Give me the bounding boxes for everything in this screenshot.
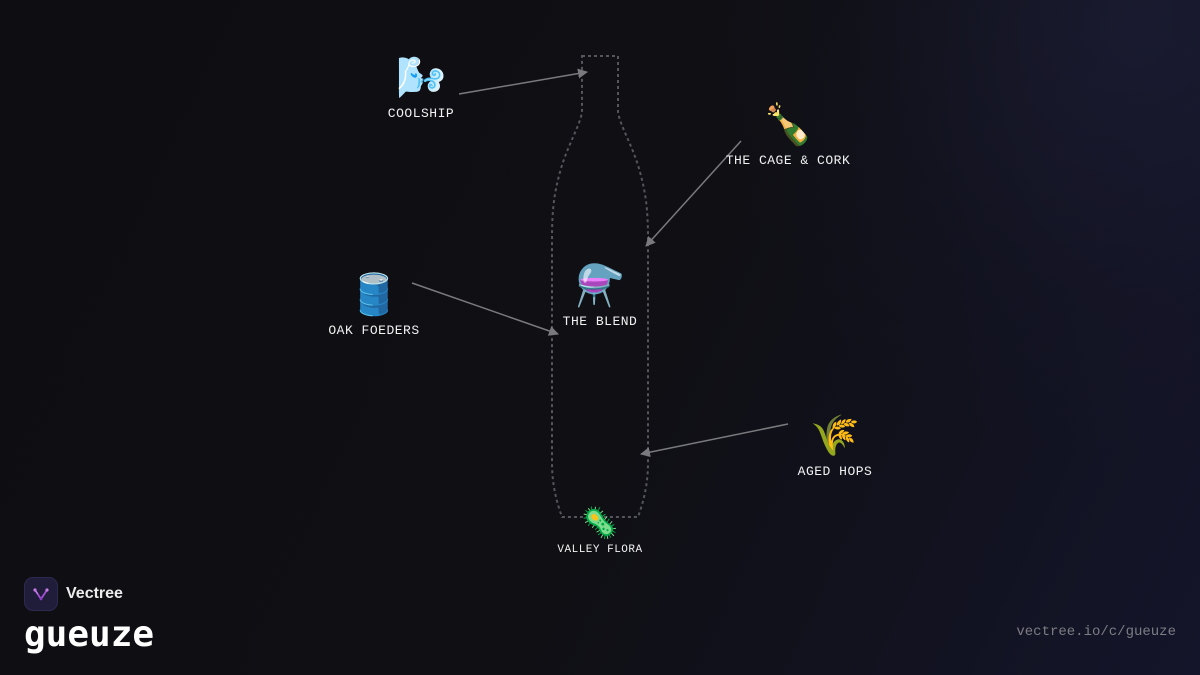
node-oak-foeders[interactable]: 🛢️ OAK FOEDERS: [328, 271, 419, 338]
page-url[interactable]: vectree.io/c/gueuze: [1016, 624, 1176, 640]
edge-cage-to-bottle-shoulder: [645, 140, 742, 247]
node-coolship[interactable]: 🌬️ COOLSHIP: [388, 54, 454, 121]
brand-row: Vectree: [24, 577, 154, 611]
node-valley-flora[interactable]: 🦠 VALLEY FLORA: [557, 506, 642, 556]
node-label: COOLSHIP: [387, 106, 455, 121]
page-title: gueuze: [24, 614, 155, 655]
bottle-popping-cork-icon: 🍾: [763, 102, 813, 148]
edge-coolship-to-bottle-neck: [458, 68, 588, 95]
vectree-logo-mark: [33, 588, 49, 601]
edge-hops-to-bottle-body: [640, 423, 789, 458]
node-cage-and-cork[interactable]: 🍾 THE CAGE & CORK: [726, 101, 851, 168]
node-the-blend[interactable]: ⚗️ THE BLEND: [563, 262, 638, 329]
node-label: VALLEY FLORA: [557, 544, 643, 556]
vectree-logo-icon[interactable]: [24, 577, 58, 611]
wind-face-icon: 🌬️: [396, 55, 446, 101]
bottle-outline: [551, 55, 649, 518]
edge-oak-to-blend: [411, 282, 559, 336]
edges-group: [411, 68, 789, 458]
sheaf-of-rice-icon: 🌾: [810, 413, 860, 459]
node-label: AGED HOPS: [797, 464, 873, 479]
brand-block: Vectree gueuze: [24, 577, 154, 657]
oil-drum-icon: 🛢️: [349, 272, 399, 318]
microbe-icon: 🦠: [581, 506, 619, 541]
node-label: THE BLEND: [562, 314, 638, 329]
node-aged-hops[interactable]: 🌾 AGED HOPS: [798, 412, 873, 479]
node-label: OAK FOEDERS: [328, 323, 420, 338]
alembic-flask-icon: ⚗️: [575, 263, 625, 309]
brand-name[interactable]: Vectree: [66, 585, 123, 602]
node-label: THE CAGE & CORK: [725, 153, 851, 168]
